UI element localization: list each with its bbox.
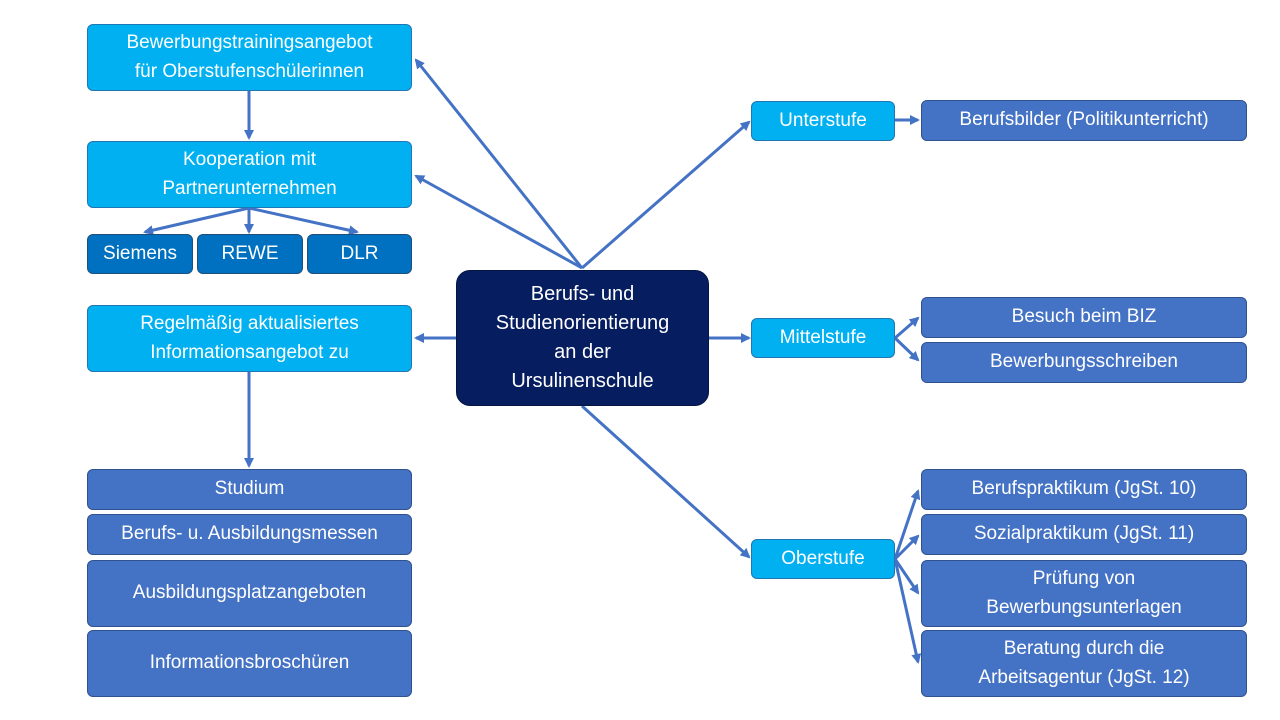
arrow-center-to-oberstufe <box>580 404 751 559</box>
node-mittelstufe: Mittelstufe <box>751 318 895 358</box>
kooperation-label: Kooperation mit Partnerunternehmen <box>162 149 337 199</box>
mittelstufe-label: Mittelstufe <box>779 326 867 348</box>
node-berufsbilder: Berufsbilder (Politikunterricht) <box>921 100 1247 141</box>
info-item-label: Informationsbroschüren <box>149 652 350 674</box>
node-info-ausbildungsplatz: Ausbildungsplatzangeboten <box>87 560 412 627</box>
arrow-mittelstufe-to-bewerbungsschreiben <box>893 336 920 362</box>
arrow-oberstufe-to-sozialpraktikum <box>893 534 920 561</box>
info-item-label: Studium <box>214 478 285 500</box>
oberstufe-label: Oberstufe <box>781 547 865 569</box>
arrow-mittelstufe-to-biz <box>894 316 920 340</box>
node-informationsangebot: Regelmäßig aktualisiertes Informationsan… <box>87 305 412 372</box>
node-bewerbungstraining: Bewerbungstrainingsangebot für Oberstufe… <box>87 24 412 91</box>
node-kooperation: Kooperation mit Partnerunternehmen <box>87 141 412 208</box>
bewerbungstraining-label: Bewerbungstrainingsangebot für Oberstufe… <box>126 32 373 82</box>
arrow-kooperation-to-siemens <box>143 206 250 236</box>
node-biz: Besuch beim BIZ <box>921 297 1247 338</box>
arrow-oberstufe-to-beratung <box>893 558 922 664</box>
item-label: Berufsbilder (Politikunterricht) <box>959 109 1209 131</box>
arrow-center-to-bewerbungstraining <box>414 58 584 269</box>
item-label: Sozialpraktikum (JgSt. 11) <box>973 523 1195 545</box>
partner-label: REWE <box>221 242 279 264</box>
node-partner-rewe: REWE <box>197 234 303 274</box>
partner-label: DLR <box>340 242 379 264</box>
node-berufspraktikum: Berufspraktikum (JgSt. 10) <box>921 469 1247 510</box>
center-label: Berufs- und Studienorientierung an der U… <box>495 283 670 392</box>
info-item-label: Berufs- u. Ausbildungsmessen <box>121 523 378 545</box>
node-info-studium: Studium <box>87 469 412 510</box>
arrow-oberstufe-to-berufspraktikum <box>893 489 921 560</box>
item-label: Besuch beim BIZ <box>1011 306 1157 328</box>
item-label: Prüfung von Bewerbungsunterlagen <box>986 568 1182 618</box>
node-pruefung: Prüfung von Bewerbungsunterlagen <box>921 560 1247 627</box>
item-label: Berufspraktikum (JgSt. 10) <box>971 478 1197 500</box>
node-partner-dlr: DLR <box>307 234 412 274</box>
node-info-messen: Berufs- u. Ausbildungsmessen <box>87 514 412 555</box>
unterstufe-label: Unterstufe <box>779 109 867 131</box>
item-label: Bewerbungsschreiben <box>989 351 1178 373</box>
arrow-center-to-kooperation <box>414 174 583 270</box>
node-beratung: Beratung durch die Arbeitsagentur (JgSt.… <box>921 630 1247 697</box>
node-info-broschueren: Informationsbroschüren <box>87 630 412 697</box>
info-item-label: Ausbildungsplatzangeboten <box>132 582 367 604</box>
arrow-kooperation-to-dlr <box>248 206 359 236</box>
node-sozialpraktikum: Sozialpraktikum (JgSt. 11) <box>921 514 1247 555</box>
item-label: Beratung durch die Arbeitsagentur (JgSt.… <box>978 638 1190 688</box>
arrow-center-to-unterstufe <box>581 120 751 270</box>
node-partner-siemens: Siemens <box>87 234 193 274</box>
node-bewerbungsschreiben: Bewerbungsschreiben <box>921 342 1247 383</box>
arrow-oberstufe-to-pruefung <box>893 558 920 595</box>
node-unterstufe: Unterstufe <box>751 101 895 141</box>
node-oberstufe: Oberstufe <box>751 539 895 579</box>
center-node: Berufs- und Studienorientierung an der U… <box>456 270 709 406</box>
partner-label: Siemens <box>103 242 177 264</box>
informationsangebot-label: Regelmäßig aktualisiertes Informationsan… <box>140 313 359 363</box>
